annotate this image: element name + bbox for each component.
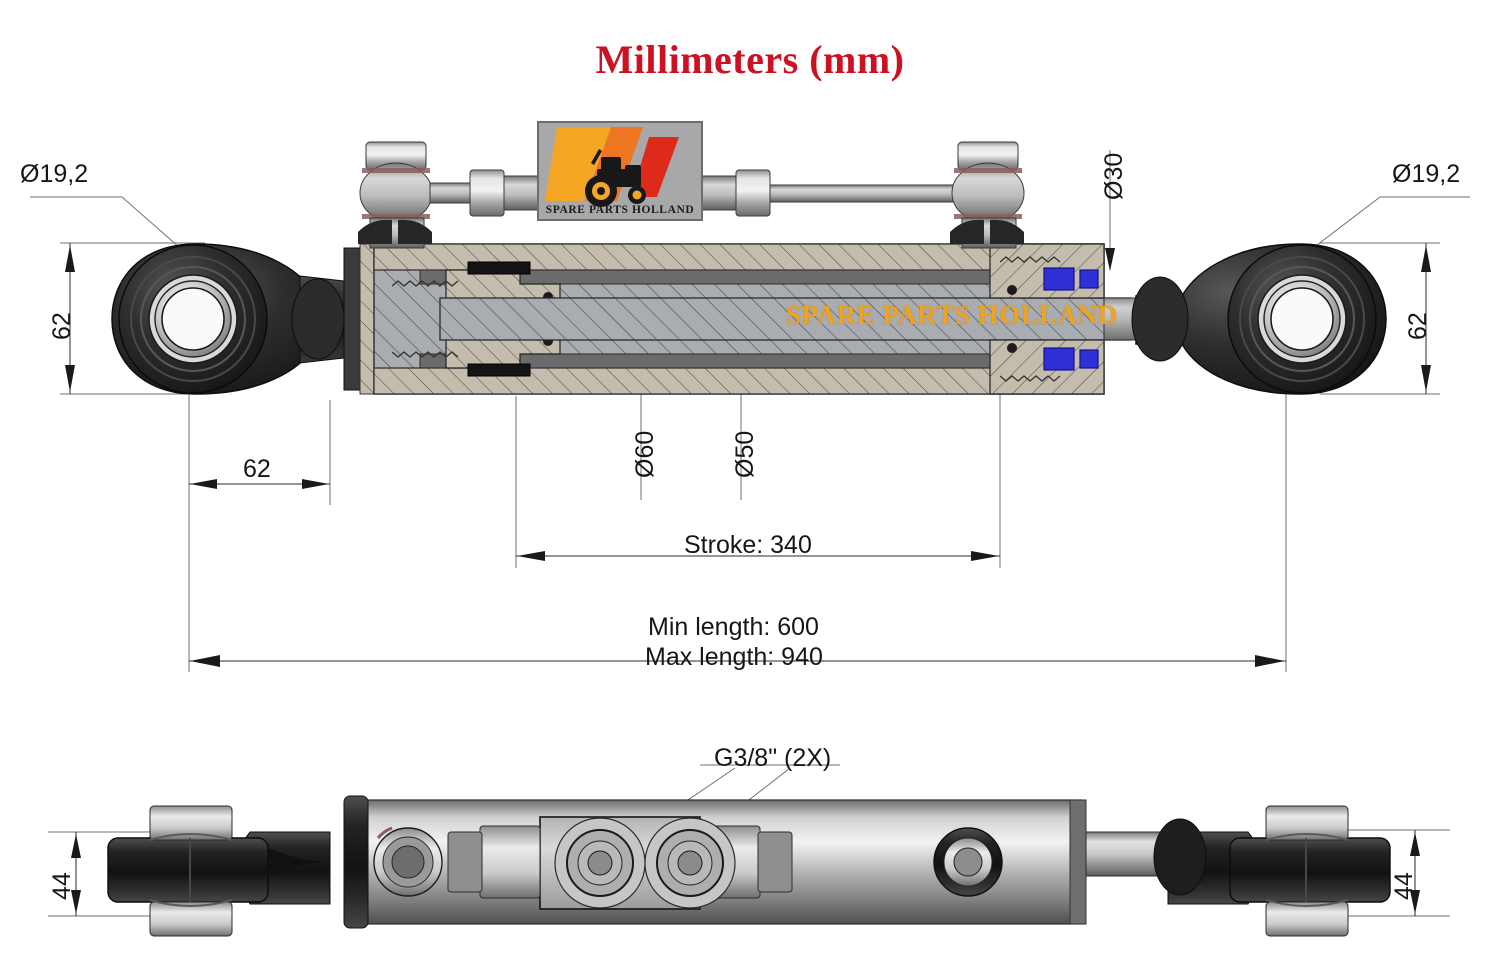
logo-brand-text: SPARE PARTS HOLLAND	[545, 204, 695, 216]
callout-port-thread: G3/8" (2X)	[714, 744, 832, 772]
dim-bore-left: Ø19,2	[20, 160, 89, 188]
dim-min-length: Min length: 600	[648, 613, 819, 641]
wiper-seal	[1079, 269, 1099, 289]
bearing-cap-bottom-right	[1265, 901, 1349, 937]
dim-bore-right: Ø19,2	[1392, 160, 1461, 188]
dim-tube-diameter: Ø60	[631, 430, 659, 478]
barrel-end-cap	[343, 795, 369, 929]
brand-logo: SPARE PARTS HOLLAND	[537, 121, 703, 221]
port-g38-1	[587, 850, 613, 876]
hex-coupler-right	[735, 169, 771, 217]
rod-end-right	[1131, 243, 1387, 395]
dim-eye-offset: 62	[243, 455, 271, 483]
section-view-graphic	[30, 141, 1470, 672]
rod-seal-lower	[1043, 347, 1075, 371]
dim-width-left: 44	[48, 872, 76, 900]
tractor-icon	[585, 149, 646, 207]
plan-view-graphic	[48, 764, 1450, 937]
hydraulic-tube	[769, 184, 957, 203]
piston-rod-section	[439, 297, 1131, 341]
cylinder-section-assembly	[111, 141, 1387, 395]
piston-section	[391, 261, 561, 377]
barrel-left-boss	[373, 826, 443, 897]
dim-eye-height-left: 62	[48, 312, 76, 340]
bearing-cap-bottom-left	[149, 901, 233, 937]
page-title: Millimeters (mm)	[595, 37, 905, 82]
port-g38-2	[677, 850, 703, 876]
dim-width-right: 44	[1390, 872, 1418, 900]
dim-stroke: Stroke: 340	[684, 531, 812, 559]
dim-piston-diameter: Ø50	[731, 430, 759, 478]
logo-graphic	[545, 127, 679, 207]
dim-eye-height-right: 62	[1404, 312, 1432, 340]
rod-end-left	[111, 243, 353, 395]
ball-joint-right-plan	[1153, 805, 1391, 937]
ball-joint-left-plan	[107, 805, 331, 937]
rod-seal	[1043, 267, 1075, 291]
barrel-right-boss	[933, 827, 1003, 897]
dim-rod-diameter: Ø30	[1100, 152, 1128, 200]
hex-fitting-left	[479, 825, 541, 899]
dim-max-length: Max length: 940	[645, 643, 823, 671]
hex-coupler-left	[469, 169, 505, 217]
wiper-seal-lower	[1079, 349, 1099, 369]
port-block	[447, 816, 793, 910]
hydraulic-hose-assembly	[358, 141, 1025, 249]
